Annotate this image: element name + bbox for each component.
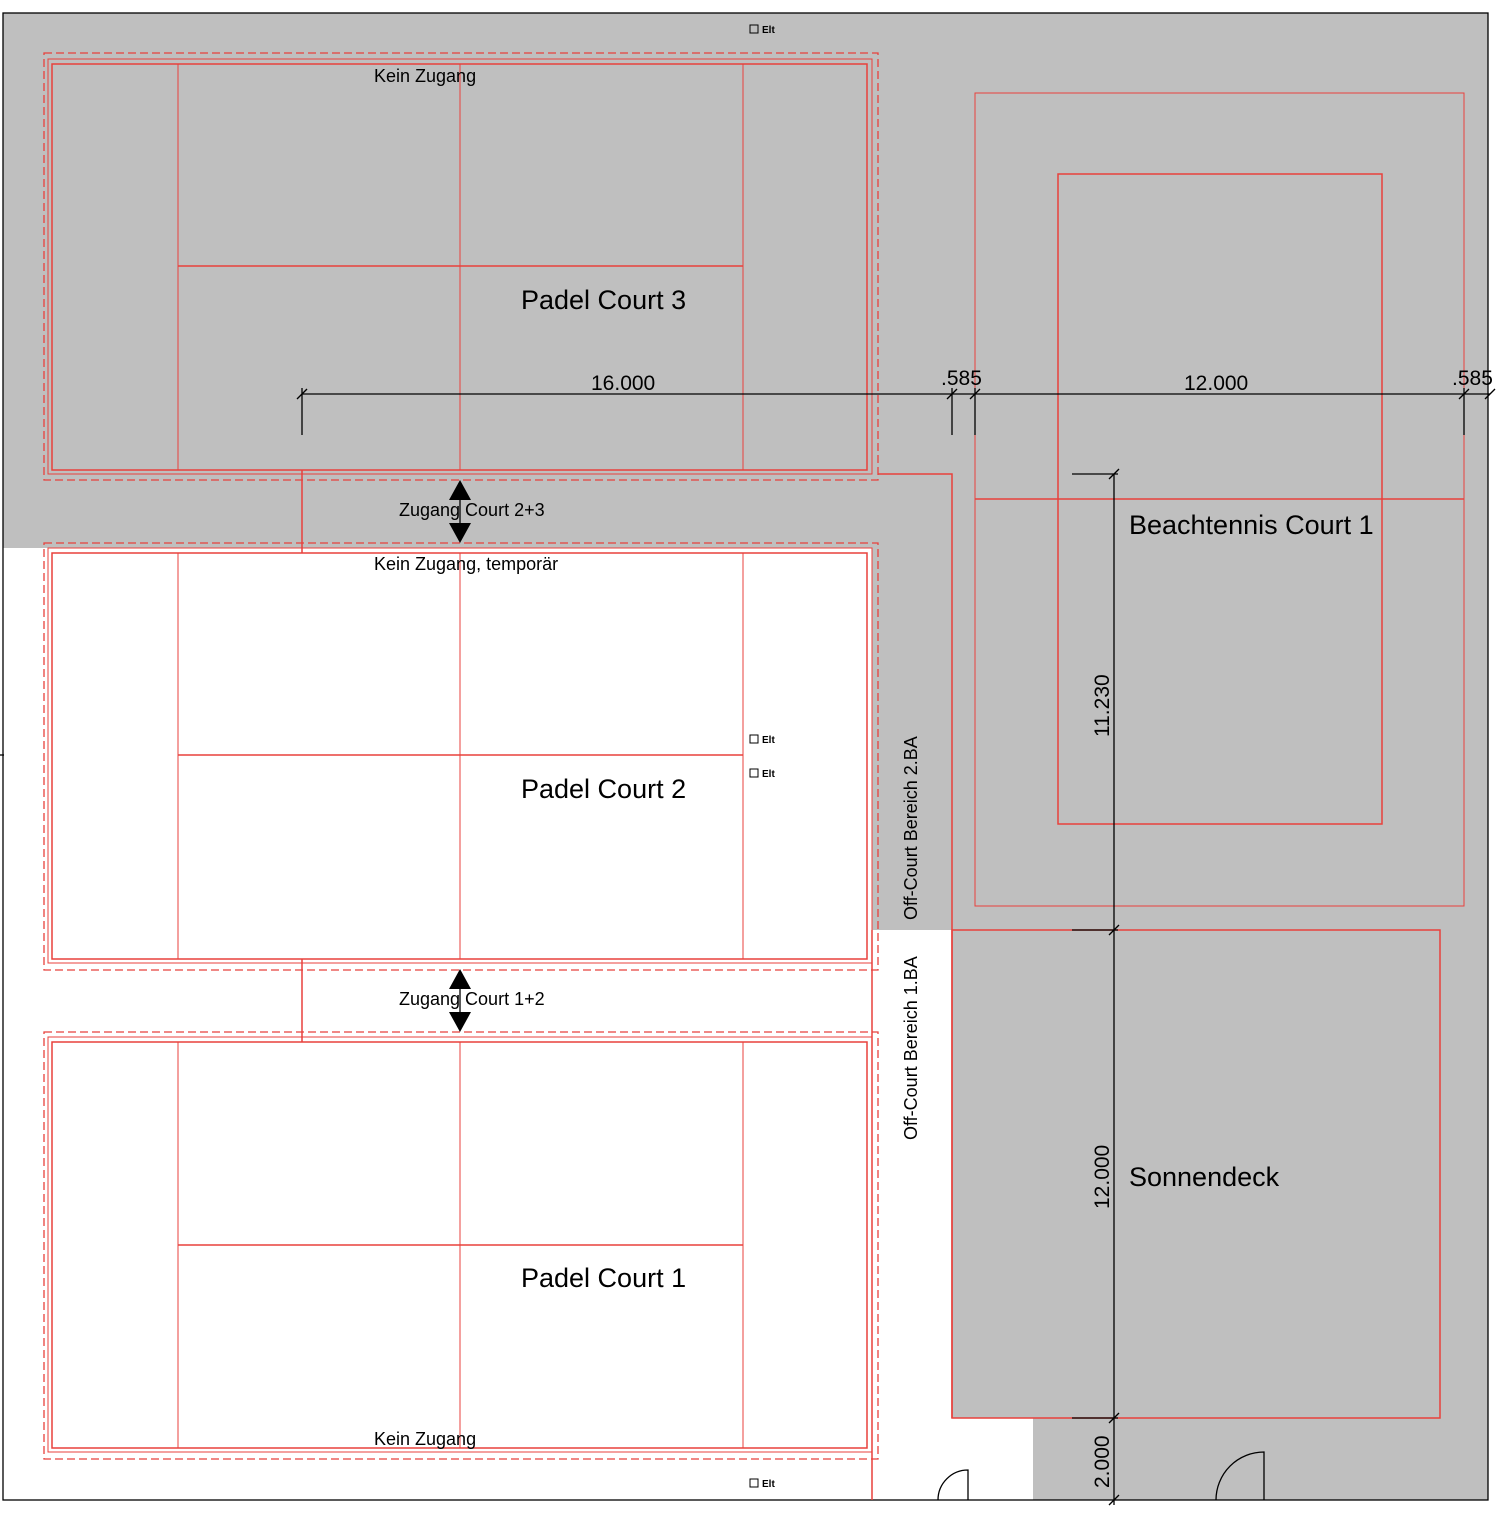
door-left xyxy=(937,1469,969,1501)
sonnendeck-outline xyxy=(951,929,1441,1419)
dim-gap-left: .585 xyxy=(941,367,982,390)
dim-width-beach: 12.000 xyxy=(1184,372,1248,395)
vertical-dimension xyxy=(1072,468,1120,1506)
padel-court-2-title: Padel Court 2 xyxy=(521,774,686,804)
zone-label-offcourt-1: Off-Court Bereich 1.BA xyxy=(901,956,921,1140)
padel-court-1 xyxy=(43,1031,879,1460)
paved-area xyxy=(3,13,1488,1500)
svg-text:Elt: Elt xyxy=(762,25,775,36)
elt-marker-mid-1: Elt xyxy=(749,734,775,746)
elt-marker-mid-2: Elt xyxy=(749,768,775,780)
padel-court-3-title: Padel Court 3 xyxy=(521,285,686,315)
padel-court-1-note: Kein Zugang xyxy=(374,1429,476,1449)
padel-court-3 xyxy=(43,52,879,481)
access-label-1-2: Zugang Court 1+2 xyxy=(399,989,545,1009)
elt-marker-bottom: Elt xyxy=(749,1478,775,1490)
door-right xyxy=(1215,1451,1265,1501)
dim-gap-right: .585 xyxy=(1452,367,1493,390)
horizontal-dimension xyxy=(296,388,1496,435)
dim-height-bottom: 2.000 xyxy=(1091,1435,1114,1488)
access-arrow-2-3 xyxy=(449,480,471,543)
padel-court-1-title: Padel Court 1 xyxy=(521,1263,686,1293)
padel-court-3-note: Kein Zugang xyxy=(374,66,476,86)
access-label-2-3: Zugang Court 2+3 xyxy=(399,500,545,520)
sonnendeck-title: Sonnendeck xyxy=(1129,1162,1280,1192)
dim-height-sundeck: 12.000 xyxy=(1091,1145,1114,1209)
site-boundary xyxy=(2,12,1489,1501)
off-court-strip xyxy=(872,480,952,930)
dim-width-padel: 16.000 xyxy=(591,372,655,395)
svg-text:Elt: Elt xyxy=(762,735,775,746)
beachtennis-court-1-title: Beachtennis Court 1 xyxy=(1129,510,1374,540)
padel-court-2-note: Kein Zugang, temporär xyxy=(374,554,558,574)
zone-label-offcourt-2: Off-Court Bereich 2.BA xyxy=(901,736,921,920)
padel-court-2 xyxy=(43,542,879,971)
access-arrow-1-2 xyxy=(449,969,471,1032)
dim-height-beach: 11.230 xyxy=(1091,674,1114,737)
elt-marker-top: Elt xyxy=(749,24,775,36)
svg-text:Elt: Elt xyxy=(762,1479,775,1490)
beachtennis-court-1 xyxy=(974,92,1465,907)
svg-text:Elt: Elt xyxy=(762,769,775,780)
